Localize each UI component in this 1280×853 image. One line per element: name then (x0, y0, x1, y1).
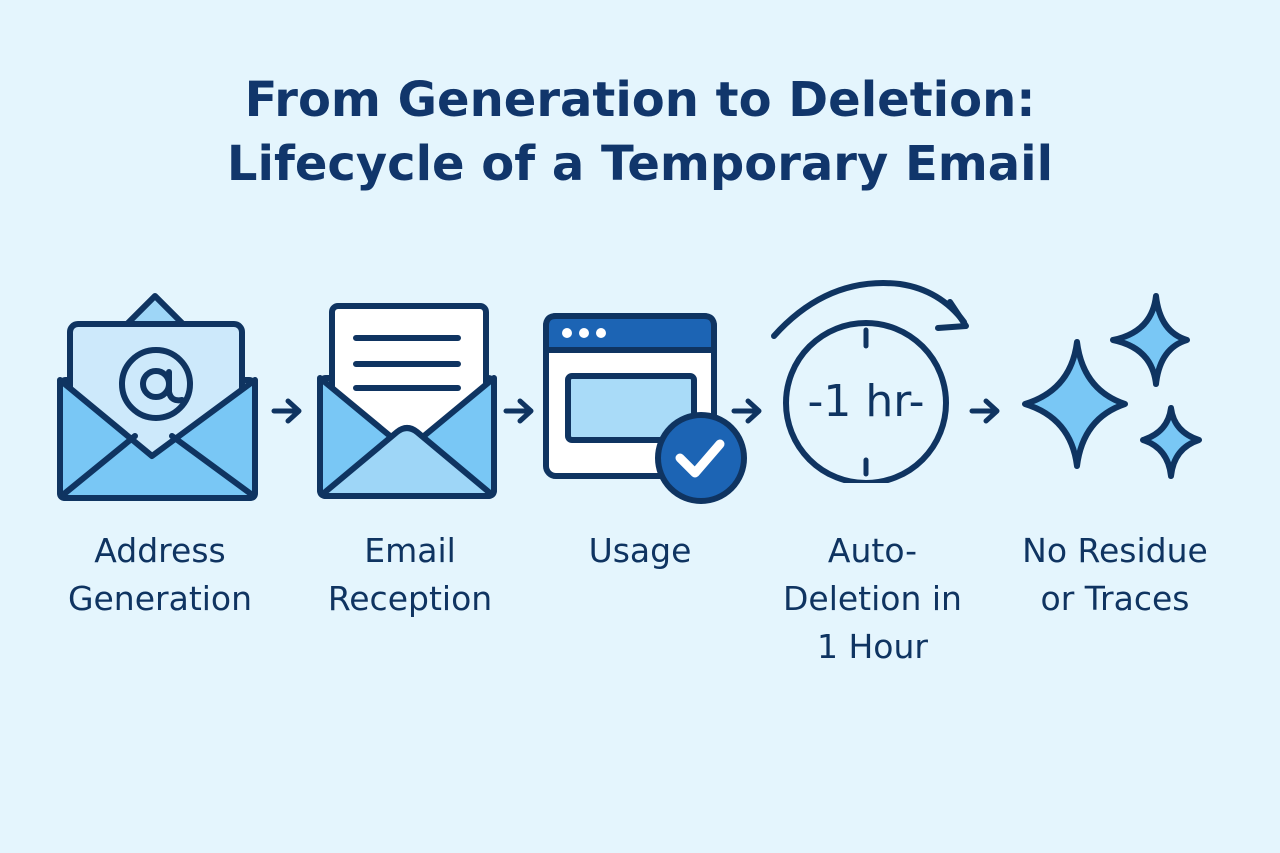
title-line-2: Lifecycle of a Temporary Email (226, 136, 1054, 192)
clock-text: -1 hr- (807, 376, 925, 427)
arrow-right-icon (503, 398, 534, 424)
step-label-no-residue: No Residue or Traces (1022, 531, 1208, 618)
step-label-usage: Usage (588, 531, 692, 570)
sparkles-icon (1022, 293, 1202, 479)
step-label-email-reception: Email Reception (327, 531, 493, 618)
step-label-auto-deletion: Auto- Deletion in 1 Hour (783, 531, 962, 666)
envelope-letter-icon (317, 303, 497, 499)
browser-check-icon (543, 313, 747, 504)
envelope-at-icon (57, 293, 258, 501)
arrow-right-icon (731, 398, 762, 424)
diagram-title: From Generation to Deletion: Lifecycle o… (0, 68, 1280, 196)
arrow-right-icon (969, 398, 1000, 424)
arrow-right-icon (271, 398, 302, 424)
clock-timer-icon (771, 280, 969, 483)
title-line-1: From Generation to Deletion: (244, 72, 1036, 128)
step-label-address-generation: Address Generation (67, 531, 253, 618)
